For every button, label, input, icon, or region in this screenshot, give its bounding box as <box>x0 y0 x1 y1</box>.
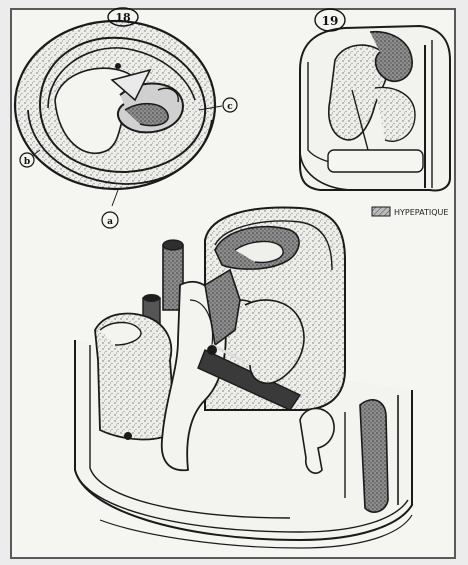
svg-text:HYPEPATIQUE: HYPEPATIQUE <box>394 208 448 217</box>
cross-section-figure-18 <box>15 21 222 206</box>
svg-text:b: b <box>24 157 30 167</box>
legend-hepatic: HYPEPATIQUE <box>372 207 448 217</box>
block-diagram-figure-19 <box>300 26 450 191</box>
svg-text:19: 19 <box>322 14 339 28</box>
svg-text:c: c <box>227 102 233 112</box>
main-block-diagram <box>75 207 412 548</box>
svg-text:a: a <box>107 217 113 227</box>
marker-b: b <box>20 153 34 167</box>
marker-a: a <box>102 212 118 228</box>
figure-18-label: 18 <box>108 8 138 26</box>
svg-text:18: 18 <box>115 11 131 24</box>
marker-c: c <box>223 98 237 112</box>
figure-19-label: 19 <box>315 9 345 31</box>
